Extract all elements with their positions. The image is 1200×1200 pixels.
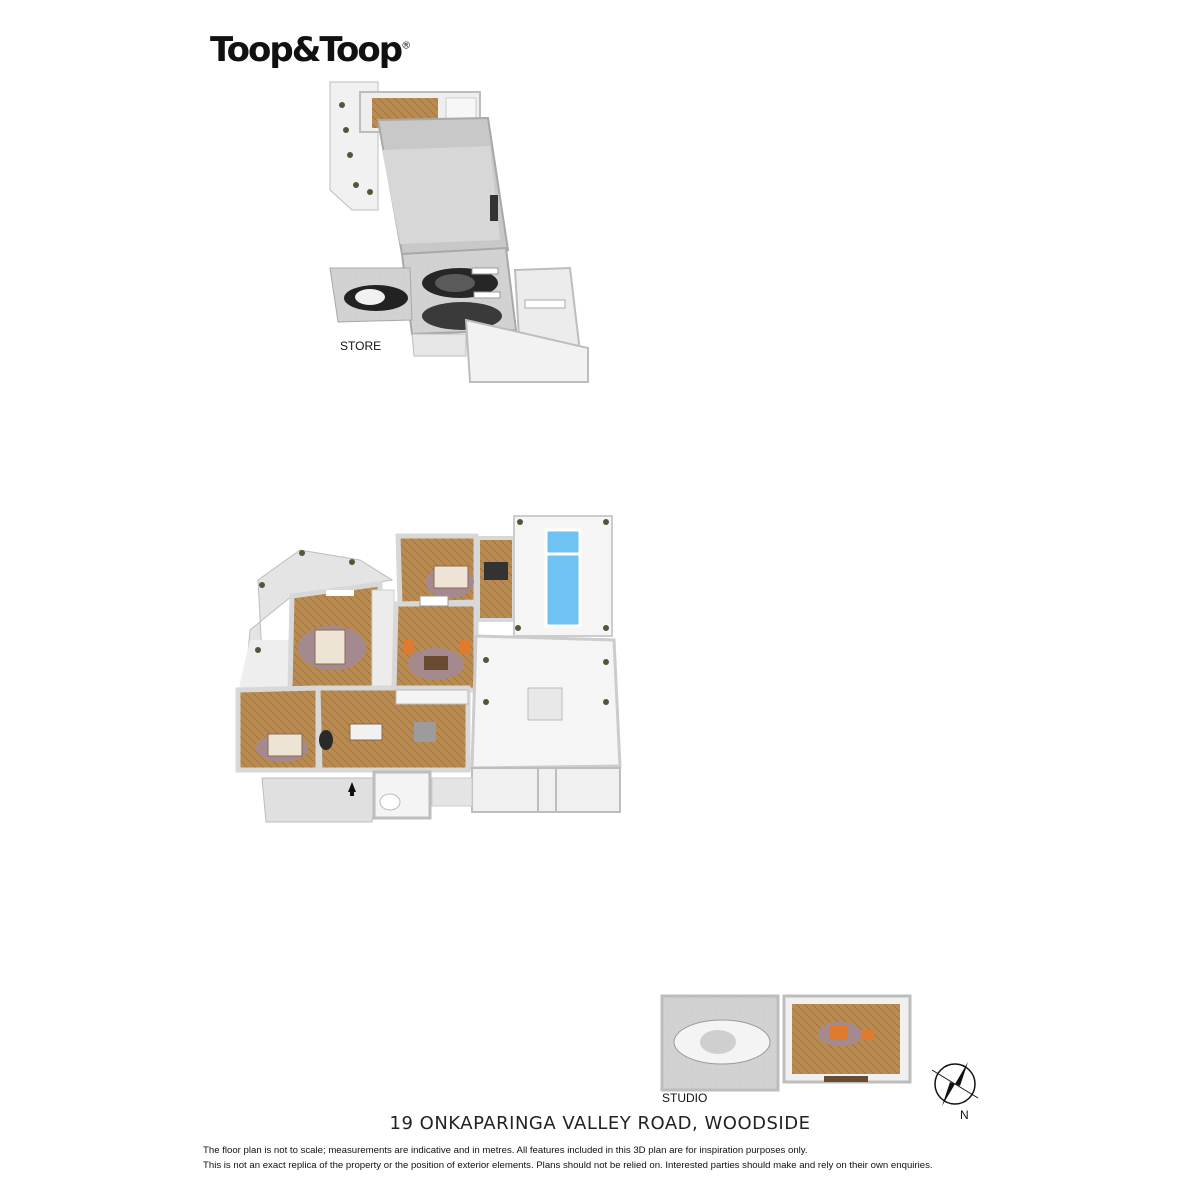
- disclaimer-line-1: The floor plan is not to scale; measurem…: [203, 1145, 808, 1156]
- studio-building: [660, 994, 912, 1092]
- studio-label: STUDIO: [662, 1091, 708, 1105]
- compass-north-label: N: [960, 1108, 969, 1122]
- store-label: STORE: [340, 339, 382, 353]
- property-address: 19 ONKAPARINGA VALLEY ROAD, WOODSIDE: [389, 1113, 811, 1134]
- store-building: [329, 81, 589, 383]
- compass-rose: [931, 1062, 979, 1106]
- registered-mark: ®: [401, 40, 412, 52]
- main-house: [235, 515, 622, 823]
- disclaimer-line-2: This is not an exact replica of the prop…: [203, 1160, 933, 1171]
- brand-logo: Toop&Toop®: [210, 30, 411, 70]
- brand-name: Toop&Toop: [210, 30, 403, 70]
